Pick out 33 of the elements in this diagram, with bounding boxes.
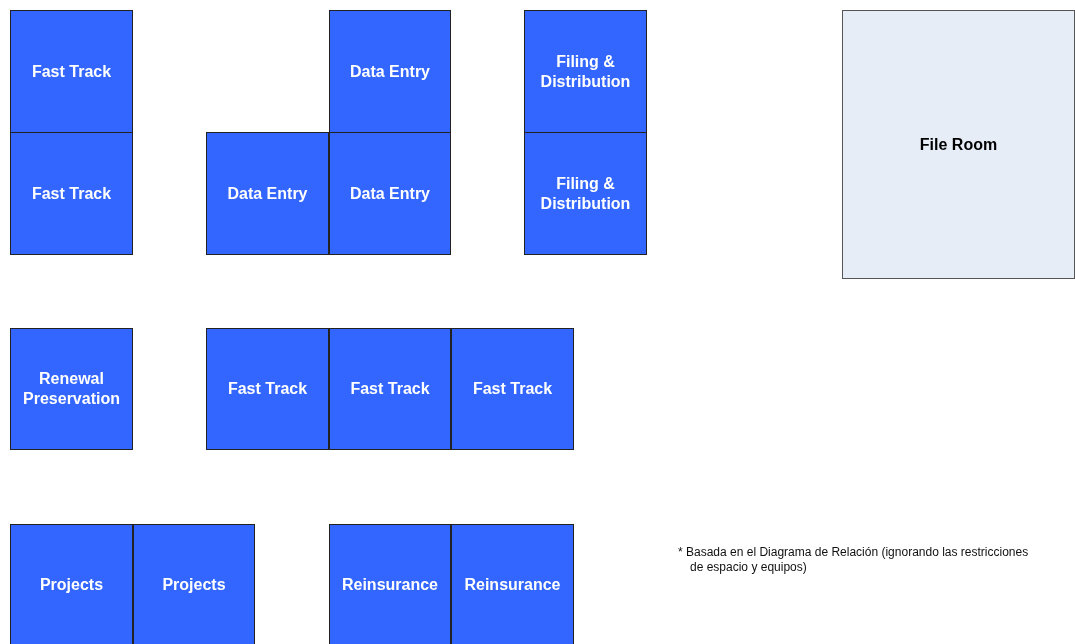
department-block: [524, 132, 647, 255]
area-label: Filing & Distribution: [539, 51, 632, 92]
department-block: [329, 328, 451, 450]
area-label: Projects: [38, 575, 105, 595]
department-block: [206, 132, 329, 255]
area-label: Reinsurance: [340, 575, 439, 595]
area-label: Data Entry: [226, 183, 309, 204]
department-block: [10, 328, 133, 450]
area-label: Reinsurance: [463, 575, 562, 595]
department-block: [329, 10, 451, 133]
department-block: [10, 524, 133, 644]
area-label: Fast Track: [349, 379, 431, 399]
department-block: [10, 10, 133, 133]
area-label: Fast Track: [471, 379, 554, 399]
area-label: Fast Track: [30, 183, 113, 204]
area-label: Data Entry: [349, 61, 431, 82]
area-label: Data Entry: [349, 183, 431, 204]
footnote: * Basada en el Diagrama de Relación (ignorando las restricciones de espacio y equipos): [678, 545, 1030, 575]
department-block: [329, 132, 451, 255]
area-label: Projects: [161, 575, 227, 595]
room-area: [842, 10, 1075, 279]
area-label: Renewal Preservation: [22, 369, 121, 409]
area-label: File Room: [918, 134, 999, 155]
department-block: [524, 10, 647, 133]
area-label: Fast Track: [226, 379, 309, 399]
department-block: [451, 524, 574, 644]
area-label: Fast Track: [30, 61, 113, 82]
department-block: [451, 328, 574, 450]
area-label: Filing & Distribution: [539, 173, 632, 214]
department-block: [206, 328, 329, 450]
department-block: [133, 524, 255, 644]
department-block: [329, 524, 451, 644]
department-block: [10, 132, 133, 255]
